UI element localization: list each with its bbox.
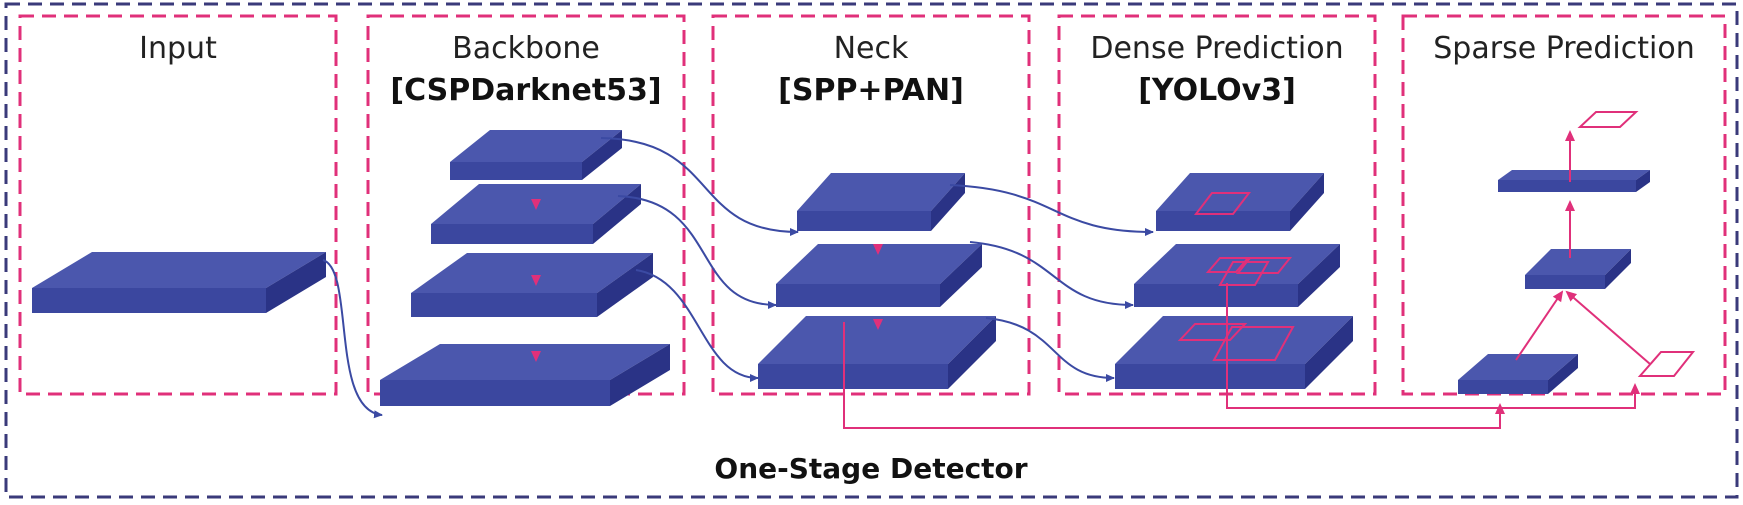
stage-title-backbone: Backbone <box>452 31 600 66</box>
pink-long-connections <box>843 283 1640 429</box>
arrow-input-to-backbone <box>322 259 383 419</box>
sparse-bar-front-face <box>1498 180 1636 192</box>
sparse-small-block-side-face <box>1548 354 1578 394</box>
stage-box-dense-prediction <box>1057 14 1377 396</box>
input-block <box>32 252 326 313</box>
backbone-layer-1 <box>380 344 670 406</box>
sparse-arrow-small-to-mid <box>1515 290 1564 361</box>
dense-box-4 <box>1235 257 1293 274</box>
arrow-backbone-l3-to-neck-l2 <box>617 195 777 309</box>
dense-layer-1 <box>1156 173 1324 231</box>
stage-title-dense-prediction: Dense Prediction <box>1090 31 1343 66</box>
sparse-mid-block <box>1525 249 1631 289</box>
stage-subtitle-dense-prediction: [YOLOv3] <box>1138 73 1296 108</box>
feature-map-blocks <box>32 130 1650 406</box>
dense-layer-2-side-face <box>1298 244 1340 307</box>
neck-to-sparse-line <box>843 322 1505 429</box>
neck-layer-1 <box>797 173 965 231</box>
outer-dashed-border <box>4 2 1739 499</box>
arrow-backbone-l4-to-neck-l1 <box>600 137 799 236</box>
dense-box-5 <box>1177 323 1248 341</box>
dense-box-1 <box>1193 192 1252 215</box>
sparse-arrow-right-to-mid <box>1565 290 1651 365</box>
input-block-front-face <box>32 288 266 313</box>
dense-layer-2-front-face <box>1134 284 1298 307</box>
dense-layer-1-side-face <box>1290 173 1324 231</box>
dense-prediction-boxes <box>1177 192 1295 361</box>
neck-layer-1-side-face <box>931 173 965 231</box>
dense-box-2 <box>1205 257 1251 273</box>
backbone-layer-4-side-face <box>582 130 622 180</box>
sparse-mid-block-top-face <box>1525 249 1631 275</box>
sparse-mid-block-front-face <box>1525 275 1605 289</box>
input-block-top-face <box>32 252 326 288</box>
stage-box-backbone <box>366 14 686 396</box>
backbone-layer-2-top-face <box>411 253 653 293</box>
sparse-bar <box>1498 170 1650 192</box>
stage-title-sparse-prediction: Sparse Prediction <box>1433 31 1694 66</box>
blue-connections <box>322 137 1154 419</box>
dense-box-3 <box>1218 261 1270 286</box>
arrow-neck-l3-to-dense-l3 <box>985 317 1115 382</box>
stage-subtitle-neck: [SPP+PAN] <box>778 73 964 108</box>
backbone-layer-1-top-face <box>380 344 670 380</box>
backbone-layer-4 <box>450 130 622 180</box>
neck-layer-1-top-face <box>797 173 965 211</box>
dense-layer-3-side-face <box>1305 316 1353 389</box>
neck-layer-2 <box>776 244 982 307</box>
sparse-bar-top-face <box>1498 170 1650 180</box>
dense-to-sparse-line <box>1226 283 1640 409</box>
footer-label: One-Stage Detector <box>714 452 1027 485</box>
neck-layer-3-side-face <box>948 316 996 389</box>
sparse-small-block <box>1458 354 1578 394</box>
stage-title-neck: Neck <box>834 31 909 66</box>
backbone-layer-1-front-face <box>380 380 610 406</box>
dense-layer-2 <box>1134 244 1340 307</box>
backbone-layer-2 <box>411 253 653 317</box>
backbone-layer-1-side-face <box>610 344 670 406</box>
neck-layer-3 <box>758 316 996 389</box>
backbone-layer-4-front-face <box>450 162 582 180</box>
neck-layer-3-top-face <box>758 316 996 364</box>
sparse-small-block-front-face <box>1458 380 1548 394</box>
sparse-box-right <box>1637 351 1696 377</box>
stage-box-input <box>18 14 338 396</box>
arrow-neck-l2-to-dense-l2 <box>969 241 1134 309</box>
neck-layer-3-front-face <box>758 364 948 389</box>
backbone-layer-3-side-face <box>593 184 641 244</box>
backbone-layer-4-top-face <box>450 130 622 162</box>
sparse-small-block-top-face <box>1458 354 1578 380</box>
stage-box-sparse-prediction <box>1401 14 1727 396</box>
stage-subtitle-backbone: [CSPDarknet53] <box>390 73 661 108</box>
dense-box-6 <box>1212 326 1295 361</box>
input-block-side-face <box>266 252 326 313</box>
neck-layer-2-side-face <box>940 244 982 307</box>
arrow-neck-l1-to-dense-l1 <box>949 184 1154 236</box>
sparse-box-top <box>1577 111 1639 128</box>
neck-layer-2-front-face <box>776 284 940 307</box>
sparse-mid-block-side-face <box>1605 249 1631 289</box>
backbone-layer-3-front-face <box>431 224 593 244</box>
neck-layer-1-front-face <box>797 211 931 231</box>
stage-box-neck <box>711 14 1031 396</box>
sparse-bar-side-face <box>1636 170 1650 192</box>
pink-internal-arrows <box>531 199 883 362</box>
neck-layer-2-top-face <box>776 244 982 284</box>
backbone-layer-2-side-face <box>597 253 653 317</box>
backbone-layer-3 <box>431 184 641 244</box>
sparse-prediction-graph <box>1515 111 1696 377</box>
backbone-layer-2-front-face <box>411 293 597 317</box>
arrow-backbone-l2-to-neck-l3 <box>635 269 759 382</box>
dense-layer-3-front-face <box>1115 364 1305 389</box>
stage-title-input: Input <box>139 31 217 66</box>
dense-layer-2-top-face <box>1134 244 1340 284</box>
dense-layer-1-front-face <box>1156 211 1290 231</box>
